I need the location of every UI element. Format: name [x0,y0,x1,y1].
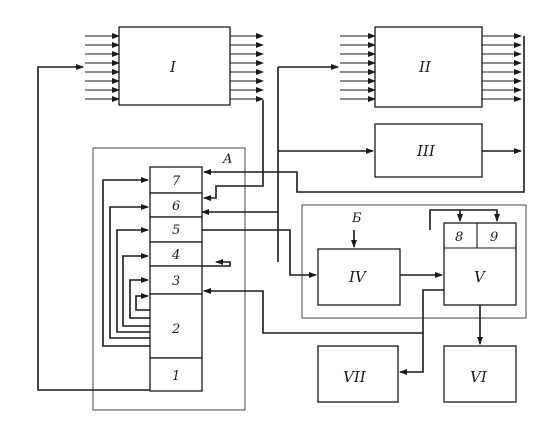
stack-cell-5 [149,216,203,243]
block-iv: IV [317,248,401,306]
connector-left-loop-2 [135,293,150,311]
stack-cell-6-label: 6 [172,199,180,214]
stack-cell-3-label: 3 [172,274,180,289]
block-vii-label: VII [343,368,367,386]
group-a-frame [92,147,246,411]
subcell-8-label: 8 [455,230,463,245]
connections [37,36,525,391]
block-vii: VII [317,345,399,403]
stack-cell-7 [149,166,203,194]
block-vi: VI [443,345,517,403]
connector-left-loop-6 [109,204,150,339]
group-b-frame [301,204,527,319]
block-v-box [443,222,517,306]
block-ii: II [340,26,522,108]
register-stack: 7 6 5 4 3 2 1 [149,166,203,392]
block-iii-label: III [416,142,436,160]
block-i-box [118,26,231,106]
block-i: I [85,26,264,106]
stack-cell-2-label: 2 [171,322,180,337]
block-iv-label: IV [348,268,368,286]
block-i-input-lines [85,33,120,102]
stack-cell-1 [149,357,203,392]
block-vi-label: VI [470,368,488,386]
block-vii-box [317,345,399,403]
block-iii: III [374,123,483,178]
connector-to-subcell-9 [460,209,500,222]
connector-i-to-cell-6 [203,100,264,201]
block-iv-box [317,248,401,306]
block-v: 8 9 V [443,222,517,306]
stack-cell-7-label: 7 [172,174,181,189]
group-a-label: A [222,152,232,167]
connector-left-loop-7 [102,177,150,347]
block-ii-output-lines [482,33,522,102]
stack-cell-4-label: 4 [171,248,180,263]
connector-left-loop-5 [116,227,150,333]
subcell-9-label: 9 [490,230,498,245]
block-ii-box [374,26,483,108]
connector-left-loop-3 [129,277,150,319]
stack-cell-5-label: 5 [172,223,180,238]
block-i-output-lines [230,33,264,102]
connector-left-loop-4 [122,253,150,327]
stack-cell-1-label: 1 [172,369,180,384]
connector-cell-5-to-iv [202,229,317,278]
block-ii-label: II [418,58,432,76]
connector-to-subcell-8 [429,209,463,230]
connector-v-to-cell-3 [203,288,423,334]
block-v-label: V [474,268,487,286]
group-b-label: Б [351,211,362,226]
block-ii-input-lines [340,33,376,102]
connector-cell-4-feedback [202,259,231,267]
stack-cell-3 [149,265,203,295]
connector-loop-to-i [37,64,150,391]
connector-v-to-vii [399,289,444,375]
connector-right-trunk [203,36,525,193]
block-vi-box [443,345,517,403]
block-i-label: I [169,58,177,76]
